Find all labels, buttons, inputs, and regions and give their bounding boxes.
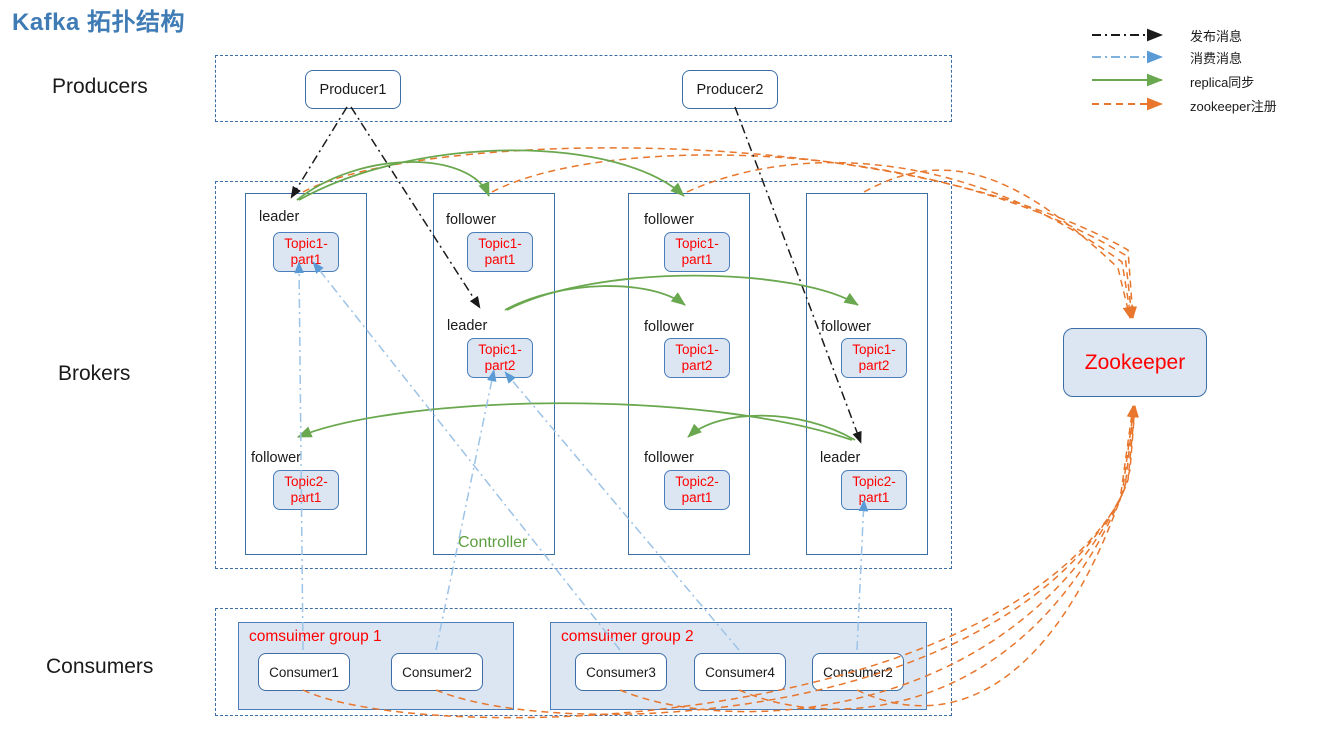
partition-chip[interactable]: Topic1- part2 <box>664 338 730 378</box>
role-label: leader <box>820 450 861 466</box>
partition-line-2: part1 <box>858 490 890 505</box>
partition-line-2: part1 <box>290 490 322 505</box>
legend-label-zookeeper: zookeeper注册 <box>1190 99 1277 114</box>
partition-line-1: Topic2- <box>852 474 896 490</box>
legend: 发布消息 消费消息 replica同步 zookeeper注册 <box>1090 24 1315 116</box>
role-label: follower <box>644 319 694 335</box>
role-label: follower <box>644 450 694 466</box>
legend-row-consume: 消费消息 <box>1090 46 1315 68</box>
legend-row-zookeeper: zookeeper注册 <box>1090 92 1315 116</box>
partition-line-2: part2 <box>858 358 890 373</box>
consumer-group-1-title: comsuimer group 1 <box>249 628 382 645</box>
consumer-box-4[interactable]: Consumer4 <box>694 653 786 691</box>
partition-line-2: part1 <box>681 252 713 267</box>
partition-line-1: Topic1- <box>284 236 328 252</box>
publish-line-icon <box>1092 28 1163 42</box>
partition-line-1: Topic1- <box>478 236 522 252</box>
partition-chip[interactable]: Topic1- part1 <box>273 232 339 272</box>
consumer-box-3[interactable]: Consumer3 <box>575 653 667 691</box>
partition-line-2: part1 <box>290 252 322 267</box>
zookeeper-line-icon <box>1092 97 1163 111</box>
page-title: Kafka 拓扑结构 <box>12 9 186 36</box>
partition-chip[interactable]: Topic1- part2 <box>467 338 533 378</box>
partition-chip[interactable]: Topic2- part1 <box>273 470 339 510</box>
partition-line-1: Topic1- <box>675 236 719 252</box>
section-label-brokers: Brokers <box>58 362 131 385</box>
section-label-producers: Producers <box>52 75 148 98</box>
partition-line-1: Topic2- <box>284 474 328 490</box>
role-label: leader <box>447 318 488 334</box>
role-label: leader <box>259 209 300 225</box>
partition-line-1: Topic1- <box>852 342 896 358</box>
consumer-group-2-title: comsuimer group 2 <box>561 628 694 645</box>
role-label: follower <box>821 319 871 335</box>
zookeeper-node[interactable]: Zookeeper <box>1063 328 1207 397</box>
partition-chip[interactable]: Topic1- part1 <box>467 232 533 272</box>
consumer-box-5[interactable]: Consumer2 <box>812 653 904 691</box>
partition-line-2: part2 <box>681 358 713 373</box>
partition-chip[interactable]: Topic1- part1 <box>664 232 730 272</box>
partition-line-1: Topic1- <box>675 342 719 358</box>
partition-line-2: part1 <box>484 252 516 267</box>
partition-line-2: part1 <box>681 490 713 505</box>
producers-tier-container <box>215 55 952 122</box>
legend-row-publish: 发布消息 <box>1090 24 1315 46</box>
partition-line-1: Topic2- <box>675 474 719 490</box>
consumer-box-1[interactable]: Consumer1 <box>258 653 350 691</box>
consume-line-icon <box>1092 50 1163 64</box>
producer-2-box[interactable]: Producer2 <box>682 70 778 109</box>
legend-label-consume: 消费消息 <box>1190 51 1243 66</box>
partition-line-1: Topic1- <box>478 342 522 358</box>
partition-chip[interactable]: Topic2- part1 <box>841 470 907 510</box>
legend-label-replica: replica同步 <box>1190 75 1255 90</box>
consumer-box-2[interactable]: Consumer2 <box>391 653 483 691</box>
legend-row-replica: replica同步 <box>1090 68 1315 92</box>
role-label: follower <box>251 450 301 466</box>
role-label: follower <box>446 212 496 228</box>
partition-line-2: part2 <box>484 358 516 373</box>
controller-label: Controller <box>458 534 528 551</box>
role-label: follower <box>644 212 694 228</box>
partition-chip[interactable]: Topic2- part1 <box>664 470 730 510</box>
replica-line-icon <box>1092 73 1163 87</box>
partition-chip[interactable]: Topic1- part2 <box>841 338 907 378</box>
producer-1-box[interactable]: Producer1 <box>305 70 401 109</box>
legend-label-publish: 发布消息 <box>1190 29 1243 44</box>
section-label-consumers: Consumers <box>46 655 154 678</box>
